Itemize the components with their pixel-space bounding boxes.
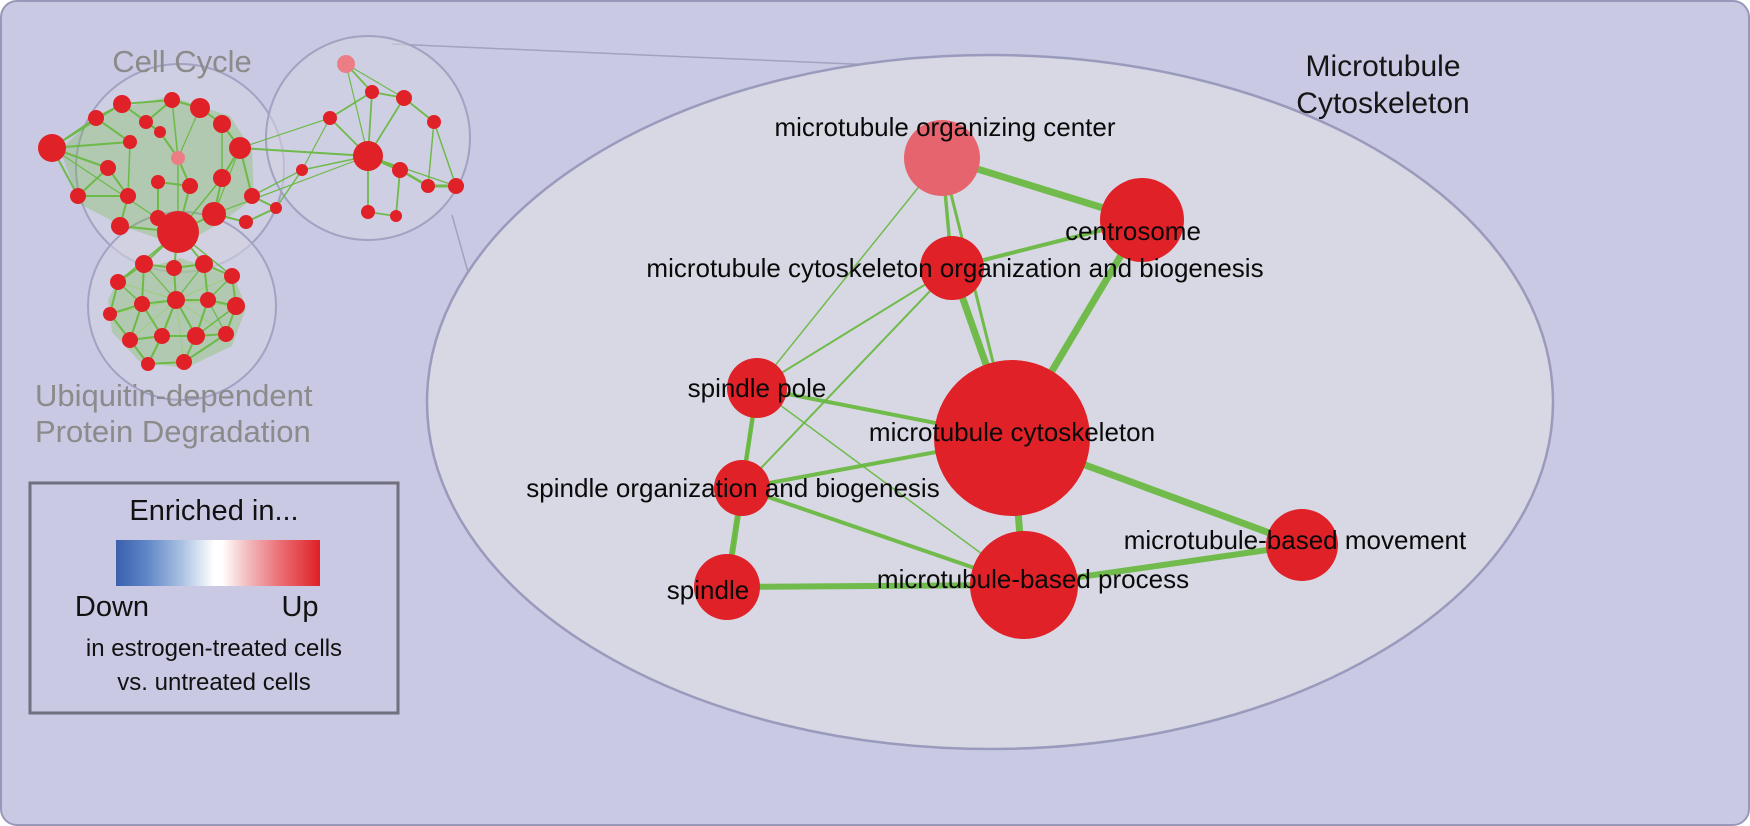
node-centrosome bbox=[1100, 178, 1184, 262]
label-spindle-pole: spindle pole bbox=[688, 373, 827, 403]
overview-network: Cell Cycle Ubiquitin-dependent Protein D… bbox=[35, 35, 471, 449]
label-centrosome: centrosome bbox=[1065, 216, 1201, 246]
detail-view: microtubule organizing center centrosome… bbox=[425, 50, 1555, 751]
label-microtubule-organizing-center: microtubule organizing center bbox=[774, 112, 1115, 142]
label-microtubule-cytoskeleton: microtubule cytoskeleton bbox=[869, 417, 1155, 447]
legend-up-label: Up bbox=[281, 591, 318, 623]
node-microtubule-based-movement bbox=[1266, 509, 1338, 581]
label-spindle: spindle bbox=[667, 575, 749, 605]
legend-title: Enriched in... bbox=[129, 495, 298, 527]
legend-context-line1: in estrogen-treated cells bbox=[86, 635, 342, 662]
node-microtubule-based-process bbox=[970, 531, 1078, 639]
node-microtubule-cytoskeleton-organization bbox=[920, 236, 984, 300]
node-spindle bbox=[694, 554, 760, 620]
detail-title-line2: Cytoskeleton bbox=[1296, 87, 1469, 120]
label-microtubule-based-movement: microtubule-based movement bbox=[1124, 525, 1467, 555]
node-microtubule-cytoskeleton bbox=[934, 360, 1090, 516]
detail-title-line1: Microtubule bbox=[1305, 50, 1460, 83]
label-microtubule-cytoskeleton-organization: microtubule cytoskeleton organization an… bbox=[646, 253, 1263, 283]
ubiquitin-label-line1: Ubiquitin-dependent bbox=[35, 378, 313, 413]
ubiquitin-label-line2: Protein Degradation bbox=[35, 414, 311, 449]
node-spindle-pole bbox=[727, 358, 787, 418]
mini-cluster-circle bbox=[265, 35, 471, 241]
detail-labels: microtubule organizing center centrosome… bbox=[526, 112, 1467, 605]
detail-nodes bbox=[694, 120, 1338, 639]
legend-context-line2: vs. untreated cells bbox=[117, 669, 310, 696]
legend-box bbox=[28, 481, 400, 715]
node-spindle-organization bbox=[714, 460, 770, 516]
label-microtubule-based-process: microtubule-based process bbox=[877, 564, 1189, 594]
legend-down-label: Down bbox=[75, 591, 149, 623]
legend: Enriched in... Down Up in estrogen-treat… bbox=[28, 481, 400, 715]
overview-nodes bbox=[38, 55, 464, 371]
node-microtubule-organizing-center bbox=[904, 120, 980, 196]
cell-cycle-label: Cell Cycle bbox=[112, 44, 252, 79]
label-spindle-organization: spindle organization and biogenesis bbox=[526, 473, 939, 503]
legend-gradient-bar bbox=[116, 540, 320, 586]
